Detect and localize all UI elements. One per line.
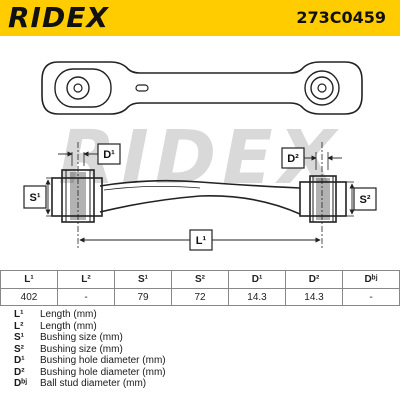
legend-desc: Bushing size (mm) bbox=[40, 332, 123, 343]
legend-item: Dᵇʲ Ball stud diameter (mm) bbox=[14, 378, 394, 390]
label-l1-text: L¹ bbox=[196, 235, 207, 247]
legend-code: Dᵇʲ bbox=[14, 378, 28, 389]
legend-item: S² Bushing size (mm) bbox=[14, 344, 394, 356]
legend-list: L¹ Length (mm) L² Length (mm) S¹ Bushing… bbox=[14, 309, 394, 390]
cell-d1: 14.3 bbox=[228, 288, 286, 306]
legend-desc: Length (mm) bbox=[40, 320, 97, 332]
col-header-d1: D¹ bbox=[228, 270, 286, 289]
legend-desc: Ball stud diameter (mm) bbox=[40, 378, 147, 389]
legend-desc: Bushing hole diameter (mm) bbox=[40, 355, 166, 366]
legend-code: L¹ bbox=[14, 309, 24, 320]
dimension-lines bbox=[45, 151, 355, 243]
part-number: 273C0459 bbox=[296, 8, 386, 27]
label-l1: L¹ bbox=[189, 229, 213, 251]
col-header-dbj: Dᵇʲ bbox=[342, 270, 400, 289]
cell-s2: 72 bbox=[171, 288, 229, 306]
arm-side-view bbox=[51, 142, 347, 250]
label-s1: S¹ bbox=[23, 185, 47, 209]
label-s2-text: S² bbox=[360, 194, 371, 206]
col-header-d2: D² bbox=[285, 270, 343, 289]
legend-code: S² bbox=[14, 343, 24, 355]
cell-s1: 79 bbox=[114, 288, 172, 306]
label-s1-text: S¹ bbox=[30, 192, 41, 204]
header-bar: RIDEX 273C0459 bbox=[0, 0, 400, 36]
legend-desc: Bushing size (mm) bbox=[40, 343, 123, 355]
legend-code: D¹ bbox=[14, 355, 25, 366]
legend-code: L² bbox=[14, 320, 24, 332]
col-header-l2: L² bbox=[57, 270, 115, 289]
legend-item: L² Length (mm) bbox=[14, 321, 394, 333]
label-d2: D² bbox=[281, 147, 305, 169]
legend-item: D¹ Bushing hole diameter (mm) bbox=[14, 355, 394, 367]
legend-desc: Length (mm) bbox=[40, 309, 97, 320]
cell-dbj: - bbox=[342, 288, 400, 306]
label-d1: D¹ bbox=[97, 143, 121, 165]
cell-l2: - bbox=[57, 288, 115, 306]
legend-item: S¹ Bushing size (mm) bbox=[14, 332, 394, 344]
legend-item: D² Bushing hole diameter (mm) bbox=[14, 367, 394, 379]
legend-code: D² bbox=[14, 366, 25, 378]
spec-table-header-row: L¹ L² S¹ S² D¹ D² Dᵇʲ bbox=[0, 270, 400, 289]
brand-logo: RIDEX bbox=[8, 1, 109, 34]
legend-item: L¹ Length (mm) bbox=[14, 309, 394, 321]
label-d2-text: D² bbox=[287, 153, 299, 165]
col-header-s1: S¹ bbox=[114, 270, 172, 289]
label-d1-text: D¹ bbox=[103, 149, 115, 161]
arm-top-view bbox=[41, 61, 363, 115]
label-s2: S² bbox=[353, 187, 377, 211]
col-header-l1: L¹ bbox=[0, 270, 58, 289]
cell-d2: 14.3 bbox=[285, 288, 343, 306]
cell-l1: 402 bbox=[0, 288, 58, 306]
spec-table-value-row: 402 - 79 72 14.3 14.3 - bbox=[0, 288, 400, 306]
col-header-s2: S² bbox=[171, 270, 229, 289]
technical-drawing: D¹ D² S¹ S² L¹ bbox=[23, 61, 377, 251]
legend-desc: Bushing hole diameter (mm) bbox=[40, 366, 166, 378]
legend-code: S¹ bbox=[14, 332, 24, 343]
spec-table: L¹ L² S¹ S² D¹ D² Dᵇʲ 402 - 79 72 14.3 1… bbox=[0, 270, 400, 306]
